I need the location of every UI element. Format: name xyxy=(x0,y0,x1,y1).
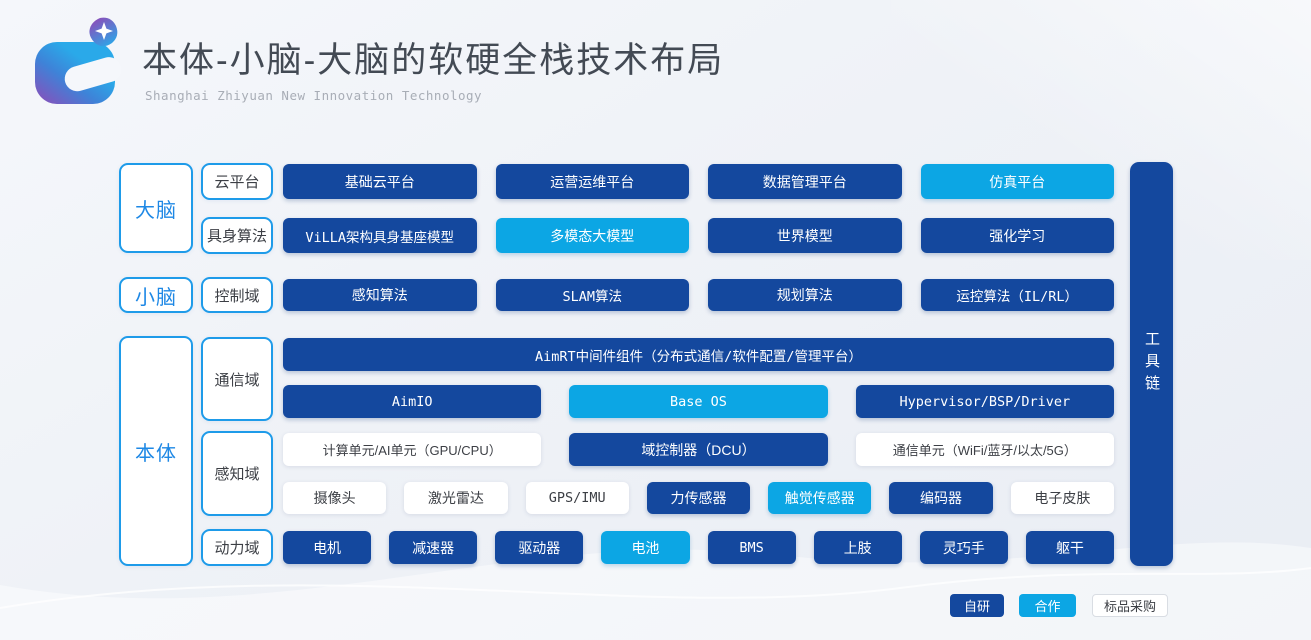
tech-chip: BMS xyxy=(707,531,796,564)
row-control-domain: 感知算法 SLAM算法 规划算法 运控算法（IL/RL） xyxy=(283,279,1114,311)
domain-box-cloud-platform: 云平台 xyxy=(201,163,273,200)
row-cloud-platform: 基础云平台 运营运维平台 数据管理平台 仿真平台 xyxy=(283,164,1114,199)
legend-standard-procurement: 标品采购 xyxy=(1092,594,1168,617)
page-subtitle: Shanghai Zhiyuan New Innovation Technolo… xyxy=(145,88,483,103)
tech-chip: AimIO xyxy=(283,385,542,418)
domain-box-control: 控制域 xyxy=(201,277,273,313)
domain-label: 通信域 xyxy=(214,371,260,389)
toolchain-label: 工具链 xyxy=(1143,331,1160,397)
tech-chip: 激光雷达 xyxy=(404,482,508,514)
tech-chip: ViLLA架构具身基座模型 xyxy=(283,218,477,253)
tech-chip: SLAM算法 xyxy=(495,279,689,311)
legend-self-developed: 自研 xyxy=(950,594,1004,617)
domain-box-communication: 通信域 xyxy=(201,337,273,421)
group-box-cerebellum: 小脑 xyxy=(119,277,193,313)
tech-chip: 多模态大模型 xyxy=(495,218,689,253)
tech-chip: 强化学习 xyxy=(920,218,1114,253)
row-sensors: 摄像头 激光雷达 GPS/IMU 力传感器 触觉传感器 编码器 电子皮肤 xyxy=(283,482,1114,514)
row-embodied-algorithms: ViLLA架构具身基座模型 多模态大模型 世界模型 强化学习 xyxy=(283,218,1114,253)
tech-chip: Hypervisor/BSP/Driver xyxy=(855,385,1114,418)
tech-chip: 世界模型 xyxy=(708,218,902,253)
tech-chip: 减速器 xyxy=(389,531,478,564)
group-box-body: 本体 xyxy=(119,336,193,566)
tech-chip: 编码器 xyxy=(889,482,993,514)
tech-chip: 电子皮肤 xyxy=(1010,482,1114,514)
tech-chip: 驱动器 xyxy=(495,531,584,564)
domain-box-embodied-algorithm: 具身算法 xyxy=(201,217,273,254)
tech-chip: 通信单元（WiFi/蓝牙/以太/5G） xyxy=(855,433,1114,466)
domain-box-power: 动力域 xyxy=(201,529,273,566)
tech-chip: 灵巧手 xyxy=(919,531,1008,564)
tech-chip: 计算单元/AI单元（GPU/CPU） xyxy=(283,433,542,466)
domain-label: 控制域 xyxy=(214,287,260,305)
group-label: 小脑 xyxy=(135,286,177,309)
tech-chip: 域控制器（DCU） xyxy=(569,433,828,466)
domain-box-sensing: 感知域 xyxy=(201,431,273,516)
page-title: 本体-小脑-大脑的软硬全栈技术布局 xyxy=(142,41,725,80)
domain-label: 云平台 xyxy=(214,174,260,191)
tech-chip: 感知算法 xyxy=(283,279,477,311)
tech-chip: 上肢 xyxy=(813,531,902,564)
tech-chip: 基础云平台 xyxy=(283,164,477,199)
tech-chip: 摄像头 xyxy=(283,482,387,514)
tech-chip: 电机 xyxy=(283,531,372,564)
tech-chip: 躯干 xyxy=(1025,531,1114,564)
group-label: 大脑 xyxy=(135,199,177,222)
row-os-layer: AimIO Base OS Hypervisor/BSP/Driver xyxy=(283,385,1114,418)
tech-chip: Base OS xyxy=(569,385,828,418)
tech-chip: 电池 xyxy=(601,531,690,564)
tech-chip: 仿真平台 xyxy=(920,164,1114,199)
group-box-brain: 大脑 xyxy=(119,163,193,253)
sparkle-icon xyxy=(95,22,113,40)
tech-chip: 运营运维平台 xyxy=(495,164,689,199)
group-label: 本体 xyxy=(135,442,177,465)
tech-chip: 规划算法 xyxy=(708,279,902,311)
tech-chip: 力传感器 xyxy=(646,482,751,514)
tech-chip: 数据管理平台 xyxy=(708,164,902,199)
legend-cooperation: 合作 xyxy=(1019,594,1076,617)
domain-label: 具身算法 xyxy=(206,228,267,245)
row-middleware: AimRT中间件组件（分布式通信/软件配置/管理平台） xyxy=(283,338,1114,371)
tech-chip: AimRT中间件组件（分布式通信/软件配置/管理平台） xyxy=(283,338,1114,371)
tech-chip: 触觉传感器 xyxy=(768,482,872,514)
row-compute-units: 计算单元/AI单元（GPU/CPU） 域控制器（DCU） 通信单元（WiFi/蓝… xyxy=(283,433,1114,466)
domain-label: 感知域 xyxy=(214,466,260,483)
tech-chip: 运控算法（IL/RL） xyxy=(920,279,1114,311)
zhiyuan-logo xyxy=(35,17,122,104)
tech-chip: GPS/IMU xyxy=(525,482,629,514)
domain-label: 动力域 xyxy=(214,540,260,557)
row-power-domain: 电机 减速器 驱动器 电池 BMS 上肢 灵巧手 躯干 xyxy=(283,531,1114,564)
toolchain-bar: 工具链 xyxy=(1130,162,1173,566)
